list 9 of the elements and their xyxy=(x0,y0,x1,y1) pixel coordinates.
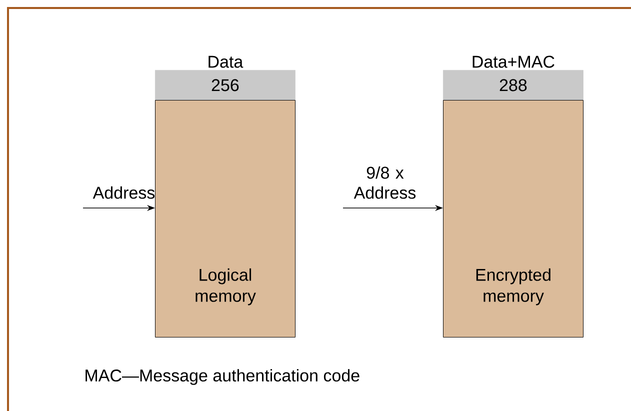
memory-block: Encrypted memory xyxy=(443,100,584,338)
node-label: Data xyxy=(208,56,244,68)
header-cell: 288 Data+MAC xyxy=(443,56,584,100)
memory-block: Logical memory xyxy=(155,100,296,338)
edge-label: Address xyxy=(92,186,155,199)
header-cell: 256 Data xyxy=(155,56,296,100)
edge-label: 9/8 x Address xyxy=(354,166,416,199)
note: MAC—Message authentication code xyxy=(86,369,360,385)
node-label: Data+MAC xyxy=(472,56,554,68)
